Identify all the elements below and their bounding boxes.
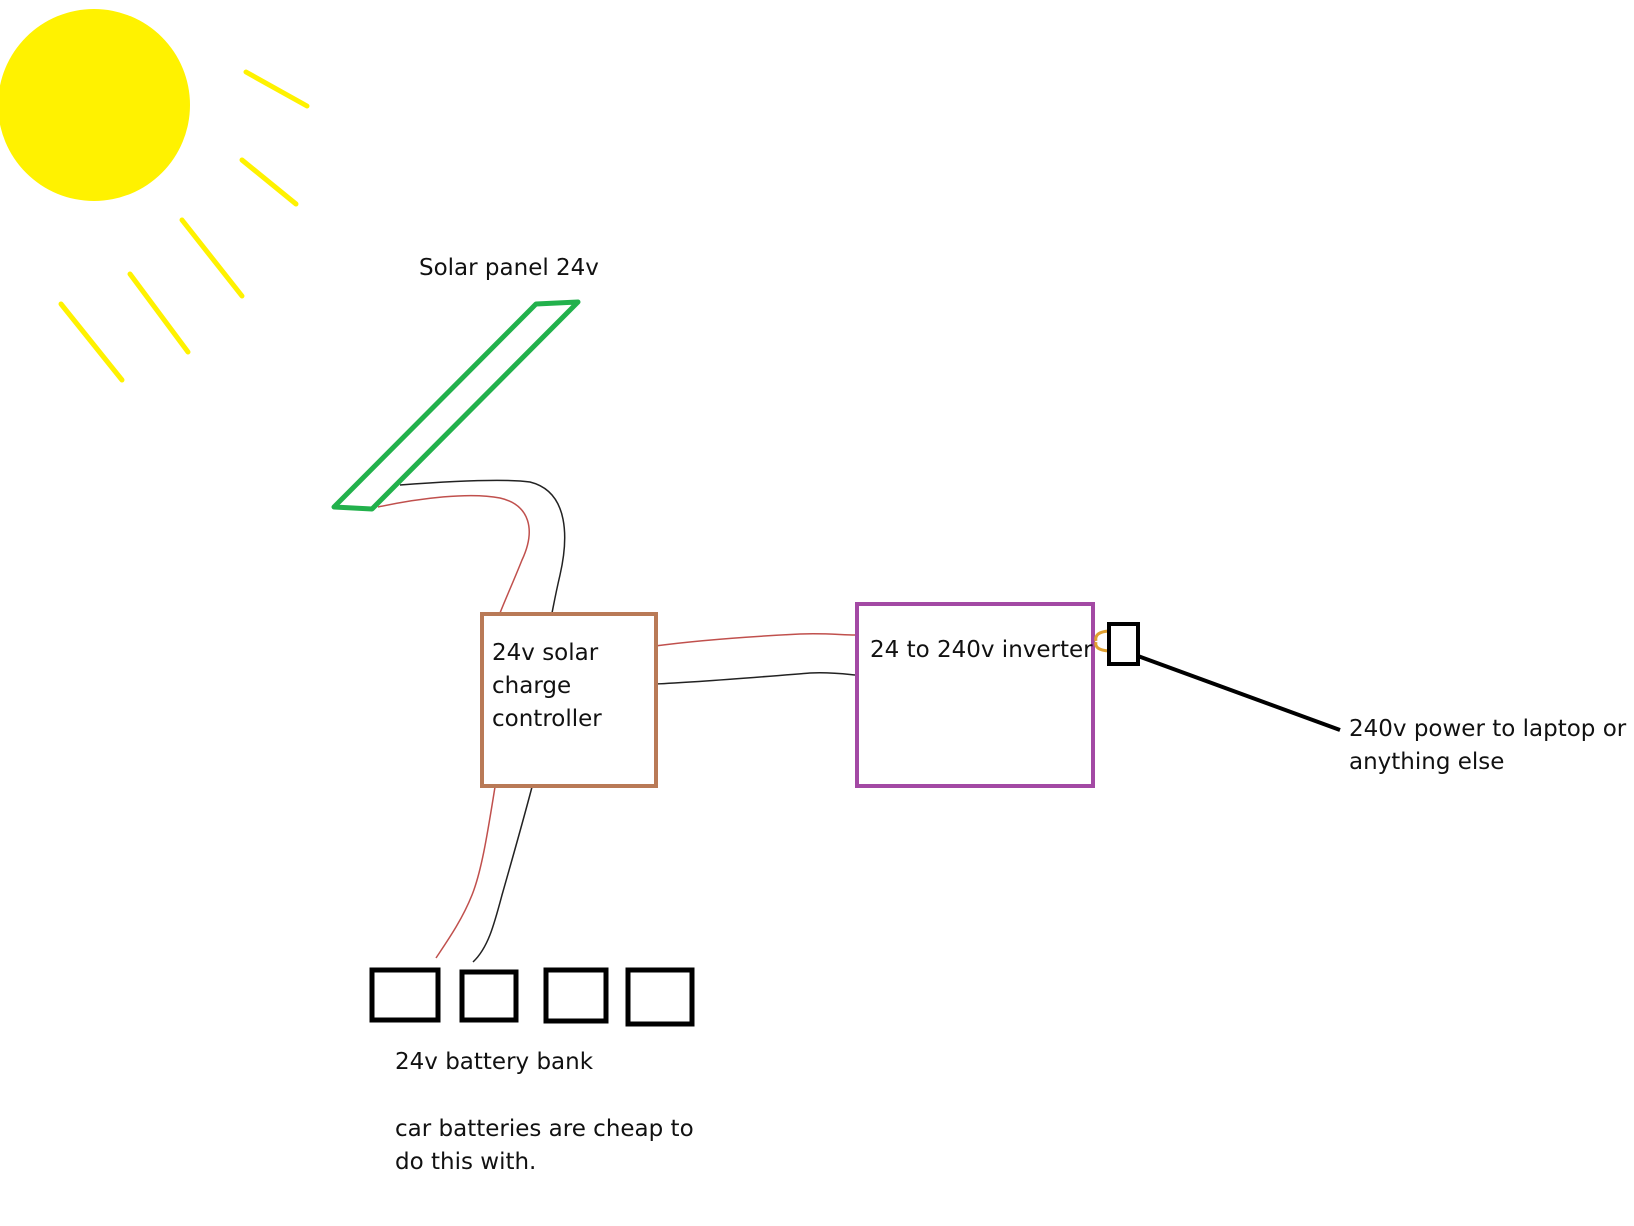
wire-negative-controller-to-inverter	[654, 672, 856, 685]
battery	[625, 967, 695, 1027]
plug-socket	[1107, 622, 1140, 666]
output-cable	[1137, 654, 1341, 732]
battery-bank-label: 24v battery bank	[395, 1046, 593, 1079]
battery-bank-label-text: 24v battery bank	[395, 1049, 594, 1075]
wire-negative-controller-to-battery	[472, 786, 533, 963]
charge-controller-label-line: charge	[492, 673, 572, 699]
battery-bank	[369, 967, 695, 1027]
wire-positive-controller-to-battery	[435, 786, 496, 959]
solar-panel-label-text: Solar panel 24v	[419, 255, 599, 281]
output-label: 240v power to laptop or anything else	[1349, 713, 1626, 779]
sun-disc	[0, 9, 190, 201]
sun-ray	[58, 301, 125, 383]
battery-note-line: car batteries are cheap to	[395, 1116, 694, 1142]
battery	[543, 967, 609, 1024]
battery-note: car batteries are cheap to do this with.	[395, 1113, 694, 1179]
inverter-label: 24 to 240v inverter	[870, 634, 1093, 667]
charge-controller-label-line: 24v solar	[492, 640, 599, 666]
charge-controller-box	[480, 612, 658, 788]
sun-icon	[0, 9, 310, 383]
sun-ray	[179, 217, 245, 299]
charge-controller-label: 24v solar charge controller	[492, 637, 602, 736]
wire-negative-panel-to-controller	[399, 479, 566, 614]
wire-positive-controller-to-inverter	[654, 632, 856, 647]
battery-note-line: do this with.	[395, 1149, 537, 1175]
sun-ray	[239, 157, 299, 207]
solar-panel	[331, 299, 581, 512]
inverter-label-text: 24 to 240v inverter	[870, 637, 1093, 663]
sun-ray	[127, 271, 191, 355]
sun-ray	[243, 69, 310, 109]
charge-controller-label-line: controller	[492, 706, 602, 732]
output-label-line: anything else	[1349, 749, 1505, 775]
inverter-box	[855, 602, 1095, 788]
wire-positive-panel-to-controller	[377, 494, 530, 614]
sun-rays	[58, 69, 310, 383]
battery	[459, 969, 519, 1023]
plug-prong-bottom	[1094, 641, 1110, 653]
output-label-line: 240v power to laptop or	[1349, 716, 1627, 742]
plug-prong-top	[1094, 629, 1110, 642]
battery	[369, 967, 441, 1023]
plug-prongs	[1094, 629, 1110, 653]
solar-panel-label: Solar panel 24v	[419, 252, 599, 285]
